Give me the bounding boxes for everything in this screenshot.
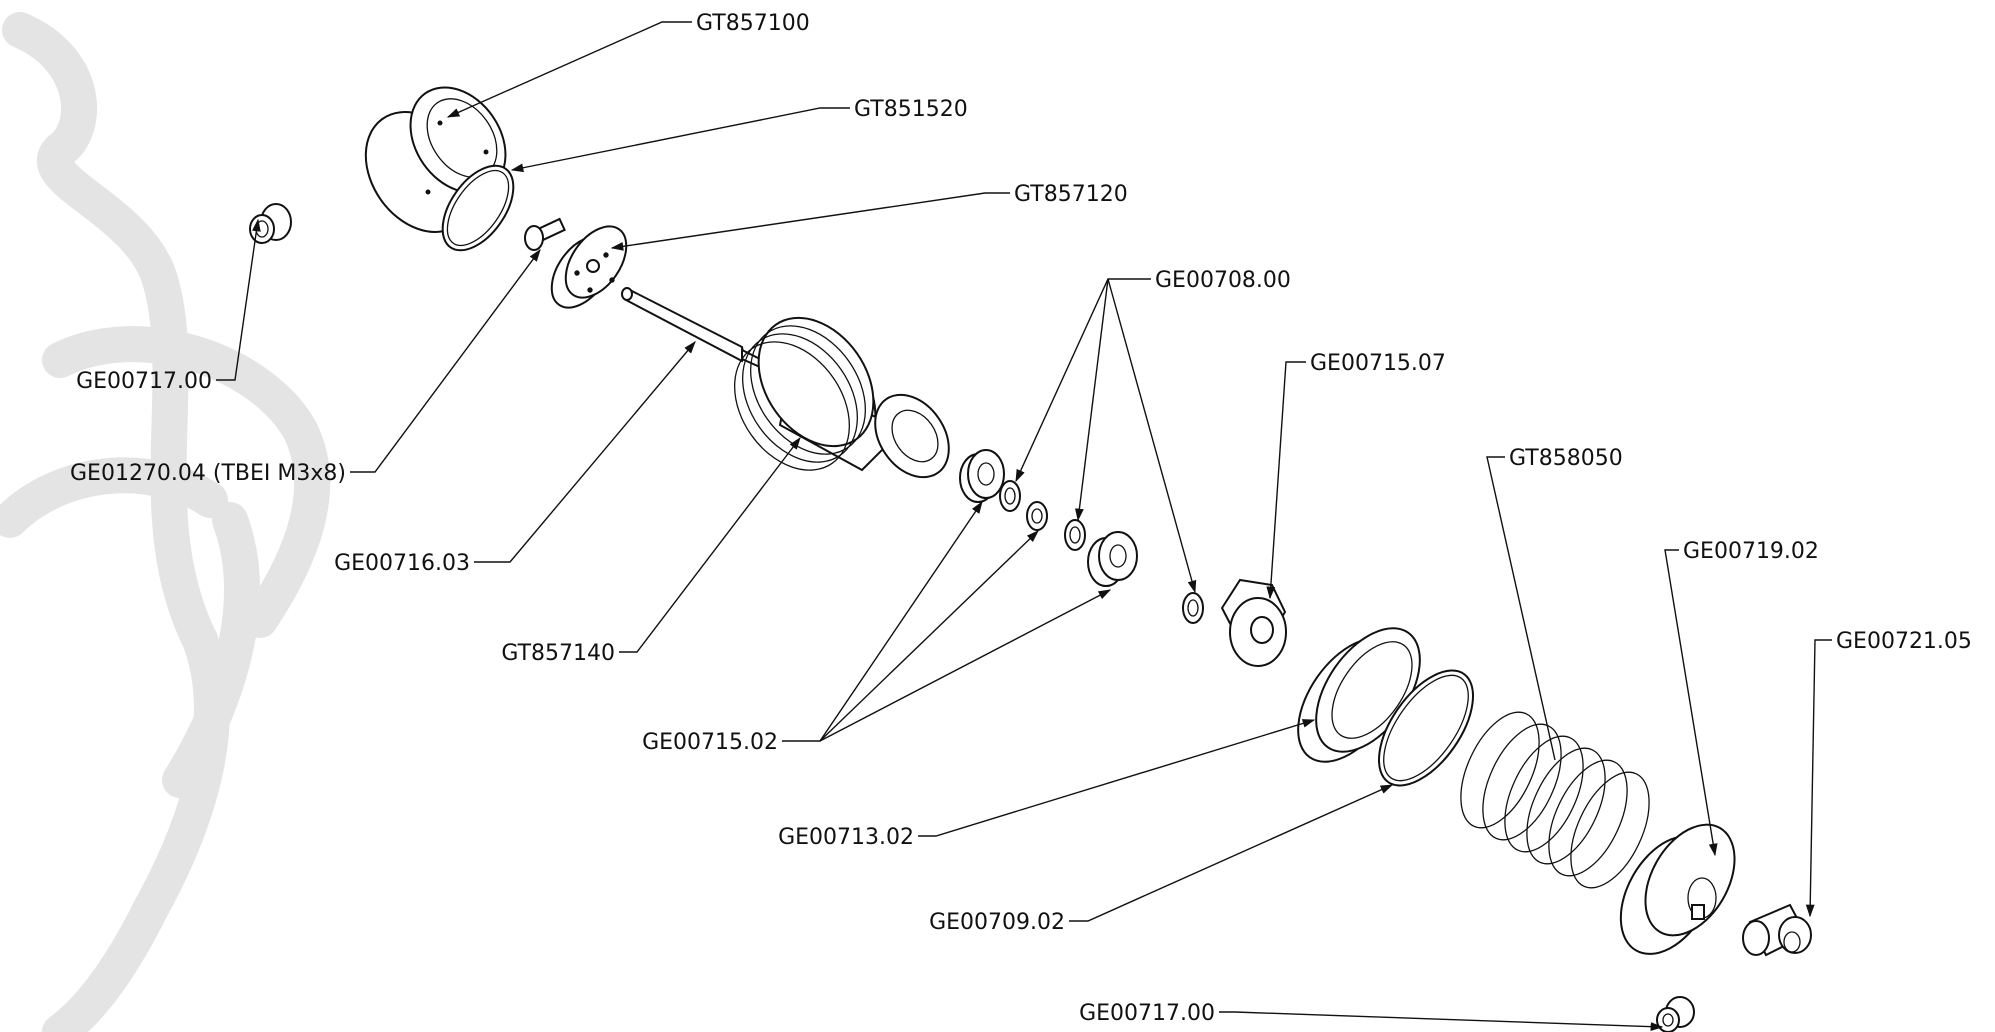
part-gt858050-spring bbox=[1460, 711, 1650, 889]
label-ge00721: GE00721.05 bbox=[1836, 629, 1972, 654]
label-ge00715-02: GE00715.02 bbox=[642, 730, 778, 755]
leader-ge00715-2 bbox=[819, 530, 1039, 742]
leader-gt858050 bbox=[1486, 456, 1556, 761]
leader-gt857120 bbox=[610, 192, 1010, 251]
label-ge00717-bottom: GE00717.00 bbox=[1079, 1001, 1215, 1026]
part-ge00715-07-nut bbox=[1220, 578, 1287, 667]
part-ge00719-retainer bbox=[1619, 823, 1736, 955]
label-ge00709: GE00709.02 bbox=[929, 910, 1065, 935]
part-gt857140-body bbox=[733, 316, 950, 479]
leader-ge00721 bbox=[1805, 639, 1832, 918]
leader-ge00715-3 bbox=[819, 589, 1112, 742]
leader-ge00716 bbox=[474, 341, 696, 563]
label-ge00715-07: GE00715.07 bbox=[1310, 351, 1446, 376]
part-ge00708-washer-4 bbox=[1182, 592, 1204, 624]
part-ge00715-bearing-1 bbox=[959, 449, 1005, 503]
label-gt858050: GT858050 bbox=[1509, 446, 1623, 471]
watermark-logo bbox=[0, 12, 331, 1032]
part-ge00717-bushing-bottom bbox=[1656, 996, 1695, 1032]
part-ge00708-washer-2 bbox=[1026, 501, 1048, 531]
leader-ge00715-07 bbox=[1266, 361, 1306, 600]
part-gt857100-cap bbox=[364, 86, 507, 233]
label-gt851520: GT851520 bbox=[854, 97, 968, 122]
leader-gt857100 bbox=[446, 21, 692, 118]
part-ge00721-eyelet bbox=[1742, 903, 1812, 957]
leader-ge00717-bottom bbox=[1219, 1011, 1664, 1032]
leader-ge00708-3 bbox=[1107, 278, 1197, 594]
leader-ge00715-1 bbox=[782, 500, 983, 742]
leader-lines bbox=[216, 21, 1832, 1032]
part-ge00708-washer-3 bbox=[1064, 519, 1086, 551]
label-gt857100: GT857100 bbox=[696, 11, 810, 36]
leader-ge00709 bbox=[1069, 784, 1394, 922]
label-ge01270: GE01270.04 (TBEI M3x8) bbox=[70, 461, 346, 486]
leader-gt857140 bbox=[619, 436, 801, 653]
callout-labels: GT857100 GT851520 GT857120 GE00708.00 GE… bbox=[70, 11, 1972, 1026]
part-ge00716-shaft bbox=[621, 287, 764, 369]
leader-ge00713 bbox=[918, 719, 1316, 837]
label-ge00716: GE00716.03 bbox=[334, 551, 470, 576]
leader-ge01270 bbox=[350, 248, 541, 473]
part-ge01270-screw bbox=[524, 217, 566, 251]
part-ge00715-bearing-2 bbox=[1087, 531, 1138, 587]
part-ge00708-washer-1 bbox=[999, 480, 1021, 512]
label-ge00719: GE00719.02 bbox=[1683, 539, 1819, 564]
label-gt857120: GT857120 bbox=[1014, 182, 1128, 207]
label-ge00708: GE00708.00 bbox=[1155, 268, 1291, 293]
label-gt857140: GT857140 bbox=[501, 641, 615, 666]
leader-ge00708-2 bbox=[1075, 278, 1109, 522]
leader-ge00717-top bbox=[216, 218, 261, 381]
leader-ge00708-1 bbox=[1015, 278, 1151, 483]
label-ge00717-top: GE00717.00 bbox=[76, 369, 212, 394]
part-gt851520-oring bbox=[441, 164, 515, 252]
part-ge00709-ring bbox=[1378, 669, 1474, 787]
leader-gt851520 bbox=[510, 107, 850, 173]
leader-ge00719 bbox=[1664, 549, 1718, 857]
label-ge00713: GE00713.02 bbox=[778, 825, 914, 850]
